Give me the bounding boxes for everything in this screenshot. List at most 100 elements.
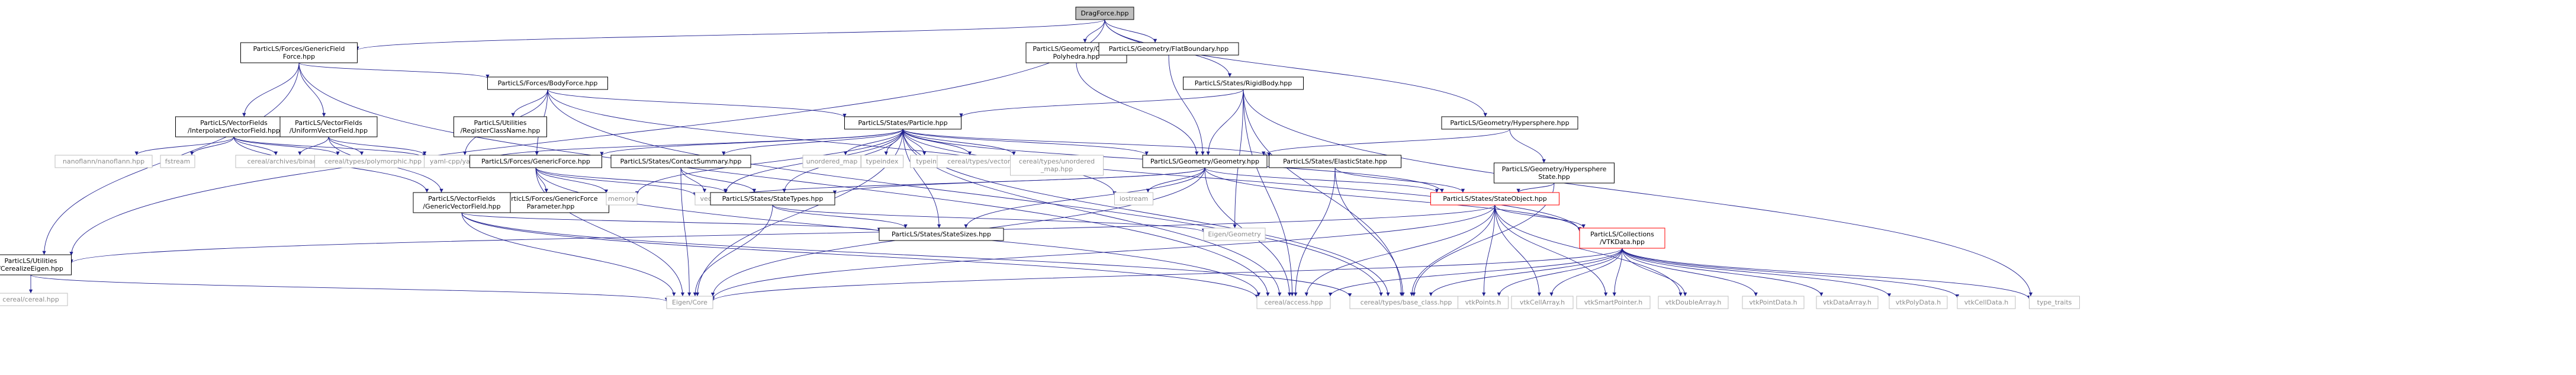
edge-contactsummary-to-statetypes bbox=[680, 167, 757, 193]
node-cereal-umap: cereal/types/unordered_map.hpp bbox=[1010, 155, 1104, 176]
node-cereal-poly: cereal/types/polymorphic.hpp bbox=[314, 155, 432, 168]
node-nanoflann: nanoflann/nanoflann.hpp bbox=[54, 155, 153, 168]
edge-vtkdata-to-cereal-access bbox=[1328, 248, 1623, 297]
edge-vtkdata-to-vtkcellarray bbox=[1549, 248, 1623, 297]
node-eigen-geometry: Eigen/Geometry bbox=[1203, 227, 1266, 241]
node-box bbox=[1183, 76, 1304, 90]
node-box bbox=[1114, 192, 1153, 206]
edge-gvf-force-to-cereal-access bbox=[298, 62, 1270, 297]
edge-genericforce-to-statetypes bbox=[535, 167, 728, 193]
edge-genericvf-to-base-class bbox=[461, 212, 1352, 297]
node-uniformvf[interactable]: ParticLS/VectorFields/UniformVectorField… bbox=[279, 116, 378, 137]
edge-layer bbox=[28, 19, 2033, 302]
node-box bbox=[606, 192, 638, 206]
node-statesizes[interactable]: ParticLS/States/StateSizes.hpp bbox=[879, 227, 1004, 241]
node-box bbox=[666, 296, 713, 309]
node-label: type_traits bbox=[2037, 299, 2072, 306]
node-contactsummary[interactable]: ParticLS/States/ContactSummary.hpp bbox=[610, 155, 751, 168]
node-box bbox=[1269, 155, 1401, 168]
node-stateobject[interactable]: ParticLS/States/StateObject.hpp bbox=[1430, 192, 1559, 206]
node-label: ParticLS/Forces/GenericForce bbox=[503, 195, 597, 203]
node-cereal-cereal: cereal/cereal.hpp bbox=[0, 293, 68, 306]
edge-interpvf-to-cereal-binary bbox=[233, 136, 278, 156]
node-memory: memory bbox=[606, 192, 638, 206]
edge-dragforce-to-convex bbox=[1083, 19, 1105, 43]
edge-cerealize-to-eigen-core bbox=[30, 274, 668, 302]
node-box bbox=[1957, 296, 2016, 309]
node-label: ParticLS/Utilities bbox=[4, 257, 57, 265]
node-geometry[interactable]: ParticLS/Geometry/Geometry.hpp bbox=[1142, 155, 1268, 168]
edge-particle-to-cereal-umap bbox=[902, 129, 1016, 156]
edge-genericvf-to-eigen-core bbox=[461, 212, 676, 297]
edge-stateobject-to-cerealize bbox=[69, 204, 1496, 264]
node-rigidbody[interactable]: ParticLS/States/RigidBody.hpp bbox=[1183, 76, 1304, 90]
edge-vtkdata-to-eigen-core bbox=[711, 248, 1623, 302]
node-label: ParticLS/Forces/GenericForce.hpp bbox=[481, 158, 590, 165]
node-dragforce[interactable]: DragForce.hpp bbox=[1075, 7, 1134, 20]
node-statetypes[interactable]: ParticLS/States/StateTypes.hpp bbox=[710, 192, 835, 206]
edge-genericforce-to-memory bbox=[535, 167, 609, 194]
edge-hypersphere-to-geometry bbox=[1262, 129, 1510, 156]
node-label: ParticLS/States/ElasticState.hpp bbox=[1283, 158, 1387, 165]
edge-hyperstate-to-stateobject bbox=[1516, 182, 1555, 193]
edge-particle-to-cereal-vector bbox=[902, 129, 972, 156]
edge-vtkdata-to-vtkpoints bbox=[1497, 248, 1623, 297]
node-genericvf[interactable]: ParticLS/VectorFields/GenericVectorField… bbox=[413, 192, 511, 213]
node-label: typeinfo bbox=[916, 158, 943, 165]
node-elasticstate[interactable]: ParticLS/States/ElasticState.hpp bbox=[1269, 155, 1401, 168]
node-label: ParticLS/VectorFields bbox=[200, 119, 268, 127]
node-vtkcellarray: vtkCellArray.h bbox=[1511, 296, 1574, 309]
node-label: vtkCellData.h bbox=[1964, 299, 2009, 306]
node-box bbox=[1494, 162, 1615, 184]
edge-uniformvf-to-cereal-poly bbox=[328, 136, 364, 156]
node-box bbox=[492, 192, 609, 213]
edge-particle-to-contactsummary bbox=[722, 129, 903, 156]
node-registerclass[interactable]: ParticLS/Utilities/RegisterClassName.hpp bbox=[454, 116, 547, 137]
edge-particle-to-cereal-access bbox=[902, 129, 1282, 297]
node-hypersphere[interactable]: ParticLS/Geometry/Hypersphere.hpp bbox=[1441, 116, 1578, 130]
node-flatboundary[interactable]: ParticLS/Geometry/FlatBoundary.hpp bbox=[1098, 42, 1239, 56]
edge-stateobject-to-cereal-access bbox=[1304, 204, 1496, 297]
edge-vtkdata-to-vtkcelldata bbox=[1622, 248, 1960, 299]
edge-genericvf-to-statesizes bbox=[461, 212, 881, 232]
node-box bbox=[0, 293, 68, 306]
edge-dragforce-to-gvf-force bbox=[355, 19, 1105, 51]
node-interpvf[interactable]: ParticLS/VectorFields/InterpolatedVector… bbox=[175, 116, 292, 137]
node-genericforce[interactable]: ParticLS/Forces/GenericForce.hpp bbox=[469, 155, 602, 168]
edge-rigidbody-to-type-traits bbox=[1243, 89, 2033, 297]
node-box bbox=[1579, 227, 1665, 249]
node-particle[interactable]: ParticLS/States/Particle.hpp bbox=[844, 116, 961, 130]
node-gfparam[interactable]: ParticLS/Forces/GenericForceParameter.hp… bbox=[492, 192, 609, 213]
node-vtkpolydata: vtkPolyData.h bbox=[1889, 296, 1948, 309]
node-box bbox=[1511, 296, 1574, 309]
node-label: ParticLS/States/Particle.hpp bbox=[858, 119, 947, 127]
node-cerealize[interactable]: ParticLS/Utilities/CerealizeEigen.hpp bbox=[0, 254, 72, 275]
node-box bbox=[861, 155, 903, 168]
node-label: /VTKData.hpp bbox=[1600, 238, 1645, 246]
edge-particle-to-base-class bbox=[902, 129, 1390, 297]
edge-gvf-force-to-bodyforce bbox=[298, 62, 490, 79]
node-label: unordered_map bbox=[806, 158, 858, 165]
edge-particle-to-memory bbox=[635, 129, 903, 195]
node-label: memory bbox=[608, 195, 635, 203]
node-label: ParticLS/Forces/BodyForce.hpp bbox=[498, 79, 598, 87]
node-label: vtkPointData.h bbox=[1749, 299, 1797, 306]
edge-vtkdata-to-type-traits bbox=[1622, 248, 2031, 300]
node-label: ParticLS/VectorFields bbox=[295, 119, 362, 127]
node-fstream: fstream bbox=[160, 155, 195, 168]
node-box bbox=[1256, 296, 1331, 309]
node-label: cereal/archives/binary.hpp bbox=[247, 158, 333, 165]
node-label: vtkCellArray.h bbox=[1520, 299, 1565, 306]
node-vtkdata[interactable]: ParticLS/Collections/VTKData.hpp bbox=[1579, 227, 1665, 249]
node-box bbox=[1816, 296, 1879, 309]
edge-vtkdata-to-vtksmartpointer bbox=[1612, 248, 1623, 297]
node-label: ParticLS/States/RigidBody.hpp bbox=[1195, 79, 1292, 87]
node-label: cereal/types/unordered bbox=[1019, 158, 1095, 165]
node-label: /CerealizeEigen.hpp bbox=[0, 265, 63, 273]
node-label: cereal/cereal.hpp bbox=[2, 296, 59, 303]
node-bodyforce[interactable]: ParticLS/Forces/BodyForce.hpp bbox=[487, 76, 608, 90]
node-label: cereal/types/vector.hpp bbox=[947, 158, 1024, 165]
